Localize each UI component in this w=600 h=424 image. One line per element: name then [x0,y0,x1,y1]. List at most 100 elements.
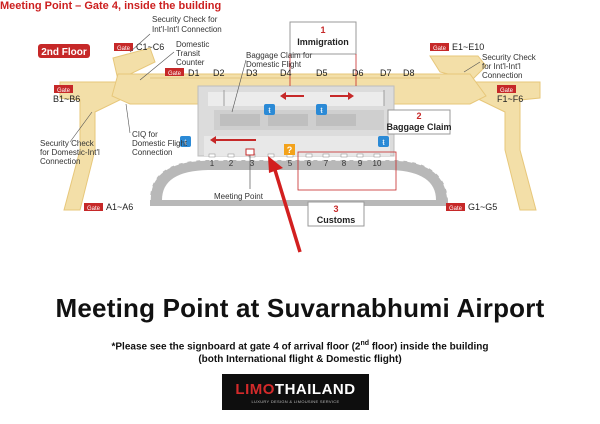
note-superscript: nd [360,340,370,347]
gate-d-label: Gate [165,68,184,77]
svg-text:Baggage Claim for: Baggage Claim for [246,51,313,60]
restroom-icon [180,136,191,147]
svg-text:for Int'l-Int'l: for Int'l-Int'l [482,62,521,71]
gate-g-label: Gate G1~G5 [446,202,497,212]
svg-text:Gate: Gate [500,88,514,94]
svg-text:2: 2 [416,111,421,121]
callout-customs: 3 Customs [297,151,397,227]
door-marker [227,153,235,158]
gate-d1-label: D1 [188,68,200,78]
gate-d4-label: D4 [280,68,292,78]
svg-text:Baggage Claim: Baggage Claim [386,122,451,132]
svg-text:Gate: Gate [57,88,71,94]
door-number-10: 10 [373,159,382,168]
restroom-icon [316,104,327,115]
gate-d5-label: D5 [316,68,328,78]
door-number-2: 2 [229,159,234,168]
door-number-7: 7 [324,159,329,168]
svg-text:Counter: Counter [176,58,205,67]
gate-d-row: D1 D2 D3 D4 D5 D6 D7 D8 [188,68,415,78]
svg-text:ŧ: ŧ [382,138,385,147]
restroom-icon [264,104,275,115]
page-title: Meeting Point at Suvarnabhumi Airport [55,293,545,323]
info-marker: ? [284,144,295,155]
door-number-9: 9 [358,159,363,168]
svg-text:?: ? [287,145,293,155]
driveway [149,159,449,206]
pier-e [429,55,487,81]
svg-text:C1~C6: C1~C6 [136,42,164,52]
annotation-labels: Security Check for Int'l-Int'l Connectio… [40,15,537,201]
note-text-b: floor) inside the building [369,341,489,353]
svg-text:A1~A6: A1~A6 [106,202,133,212]
gate-d8-label: D8 [403,68,415,78]
svg-text:Domestic: Domestic [176,40,209,49]
logo-tagline: LUXURY DESIGN & LIMOUSINE SERVICE [251,398,340,404]
gate-d6-label: D6 [352,68,364,78]
svg-text:Transit: Transit [176,49,201,58]
svg-text:Customs: Customs [317,215,356,225]
terminal-map: ŧ ŧ ŧ ŧ 12345678910 ? 1 Immigration 2 Ba… [38,15,541,253]
restroom-icon [378,136,389,147]
svg-text:Gate: Gate [433,46,447,52]
door-marker [322,153,330,158]
logo-wordmark: LIMOTHAILAND [235,381,355,398]
logo-part-thailand: THAILAND [274,380,356,398]
door-number-8: 8 [342,159,347,168]
svg-text:ŧ: ŧ [184,138,187,147]
svg-text:Gate: Gate [168,71,182,77]
right-pier [471,81,541,211]
door-marker [305,153,313,158]
restroom-icons: ŧ ŧ ŧ ŧ [180,104,389,147]
callout-baggage-claim: 2 Baggage Claim [386,109,452,135]
svg-text:Security Check: Security Check [482,53,537,62]
svg-text:for Domestic-Int'l: for Domestic-Int'l [40,148,100,157]
svg-text:Security Check: Security Check [40,139,95,148]
gate-b-label: Gate B1~B6 [53,85,80,104]
meeting-point-marker [245,148,255,189]
svg-text:2nd Floor: 2nd Floor [41,47,87,58]
svg-text:Gate: Gate [117,46,131,52]
svg-text:Gate: Gate [449,206,463,212]
svg-text:ŧ: ŧ [320,106,323,115]
svg-text:B1~B6: B1~B6 [53,94,80,104]
svg-text:Gate: Gate [87,206,101,212]
logo-part-limo: LIMO [235,380,275,398]
svg-text:G1~G5: G1~G5 [468,202,497,212]
meeting-arrow [268,156,302,253]
gate-labels: Gate C1~C6 Gate E1~E10 Gate B1~B6 Gate F… [53,42,523,212]
door-marker [340,153,348,158]
svg-text:Connection: Connection [132,148,172,157]
door-number-5: 5 [288,159,293,168]
gate-c-label: Gate C1~C6 [114,42,164,52]
gate-d2-label: D2 [213,68,225,78]
svg-text:1: 1 [320,25,325,35]
note-text-a: *Please see the signboard at gate 4 of a… [111,341,361,353]
svg-text:Connection: Connection [482,71,522,80]
svg-text:Domestic Flight: Domestic Flight [132,139,188,148]
callout-immigration: 1 Immigration [289,21,357,86]
limo-thailand-logo: LIMOTHAILAND LUXURY DESIGN & LIMOUSINE S… [222,374,369,410]
door-marker [356,153,364,158]
door-number-6: 6 [307,159,312,168]
door-marker [267,153,275,158]
terminal-building [197,85,395,157]
svg-text:E1~E10: E1~E10 [452,42,484,52]
door-number-3: 3 [250,159,255,168]
svg-text:Int'l-Int'l Connection: Int'l-Int'l Connection [152,25,222,34]
svg-text:Domestic Flight: Domestic Flight [246,60,302,69]
door-numbers: 12345678910 [208,153,382,168]
meeting-point-caption: Meeting Point – Gate 4, inside the build… [0,0,222,12]
svg-text:Meeting Point: Meeting Point [214,192,264,201]
gate-d3-label: D3 [246,68,258,78]
gate-a-label: Gate A1~A6 [84,202,133,212]
svg-text:ŧ: ŧ [268,106,271,115]
svg-text:3: 3 [333,204,338,214]
note-line-1: *Please see the signboard at gate 4 of a… [0,340,600,352]
svg-text:Security Check for: Security Check for [152,15,218,24]
gate-d7-label: D7 [380,68,392,78]
gate-f-label: Gate F1~F6 [497,85,523,104]
svg-text:Connection: Connection [40,157,80,166]
svg-text:F1~F6: F1~F6 [497,94,523,104]
door-marker [373,153,381,158]
